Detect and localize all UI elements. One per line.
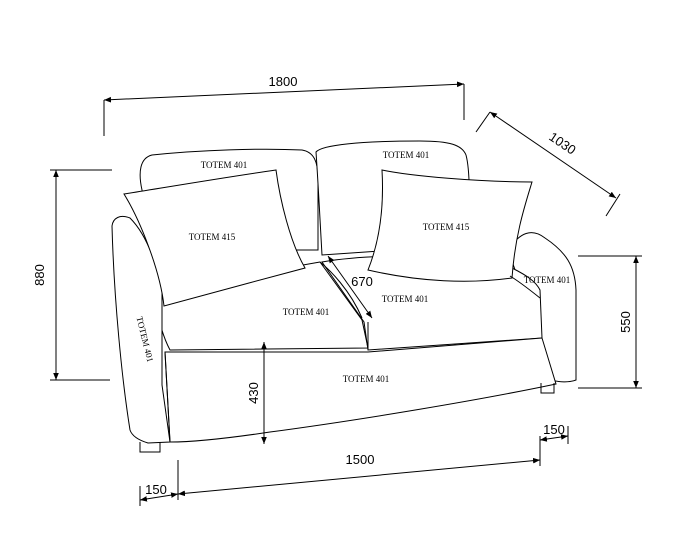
dimension-inner-width: 1500 [177,436,541,500]
dimension-seat-height: 430 [246,342,267,444]
material-back-left: TOTEM 401 [201,160,248,170]
dimension-arm-width-left: 150 [139,482,179,506]
dimension-arm-width-right: 150 [539,422,569,444]
dimension-overall-width: 1800 [103,74,465,136]
right-arm [507,232,577,383]
material-pillow-left: TOTEM 415 [189,232,236,242]
material-seat-left: TOTEM 401 [283,307,330,317]
left-arm [111,215,171,444]
dimension-seat-depth: 670 [327,255,373,319]
dimension-arm-width-left-label: 150 [145,482,167,497]
dimension-arm-height-label: 550 [618,311,633,333]
dimension-seat-depth-label: 670 [351,274,373,289]
dimension-arm-height: 550 [578,255,642,389]
base-front [164,337,557,443]
dimension-inner-width-label: 1500 [346,452,375,467]
material-arm-right: TOTEM 401 [524,275,571,285]
material-base-front: TOTEM 401 [343,374,390,384]
material-pillow-right: TOTEM 415 [423,222,470,232]
material-seat-right: TOTEM 401 [382,294,429,304]
dimension-arm-width-right-label: 150 [543,422,565,437]
dimension-height-label: 880 [32,264,47,286]
leg-left [139,442,161,453]
leg-right [540,383,555,394]
dimension-height: 880 [32,169,112,381]
dimension-overall-width-label: 1800 [269,74,298,89]
material-back-right: TOTEM 401 [383,150,430,160]
pillow-left [123,169,306,307]
dimension-seat-height-label: 430 [246,382,261,404]
